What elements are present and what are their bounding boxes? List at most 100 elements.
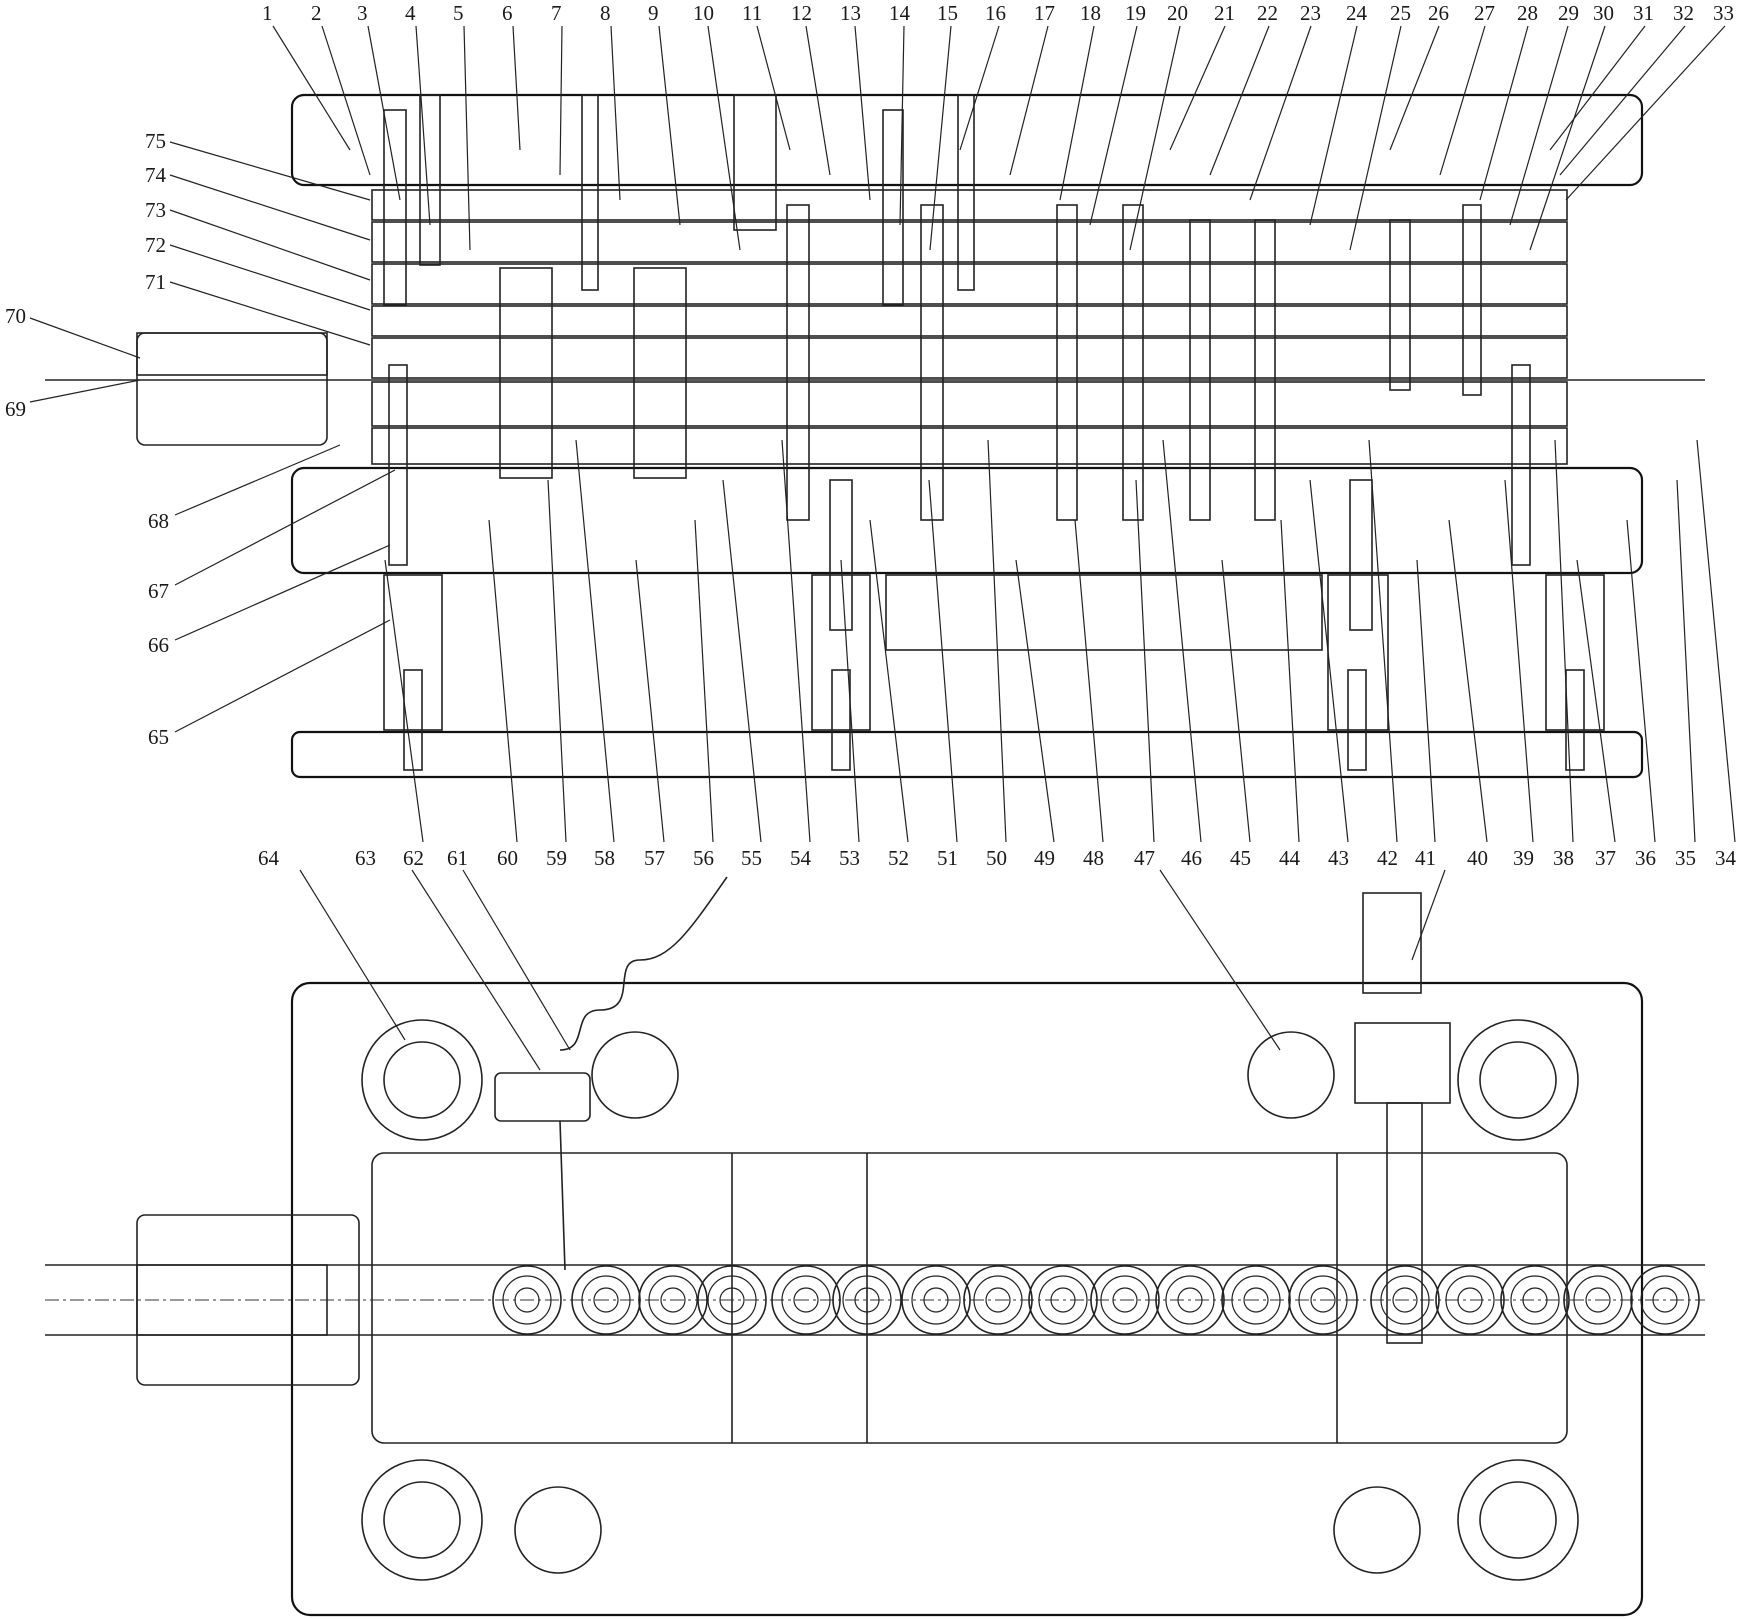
sensor-probe — [559, 1120, 566, 1271]
guide-bushing — [383, 1041, 461, 1119]
guide-bushing — [1479, 1481, 1557, 1559]
leader-line — [658, 25, 681, 226]
leader-line — [1439, 25, 1486, 176]
callout-label: 61 — [447, 846, 468, 870]
callout-label: 54 — [790, 846, 812, 870]
leader-line — [987, 439, 1007, 843]
callout-label: 38 — [1553, 846, 1574, 870]
leader-line — [756, 25, 791, 151]
callout-label: 4 — [405, 1, 416, 25]
punch — [1389, 219, 1411, 391]
station-circle — [638, 1265, 708, 1335]
station-circle — [648, 1275, 698, 1325]
stripper-plate — [371, 305, 1568, 337]
bolt — [1349, 479, 1373, 631]
leader-line — [272, 25, 351, 151]
leader-line — [1479, 25, 1529, 201]
station-circle — [1445, 1275, 1495, 1325]
lower-die-plate — [371, 381, 1568, 427]
station-circle — [660, 1287, 686, 1313]
leader-line — [575, 439, 615, 843]
lower-center-block — [885, 574, 1323, 651]
callout-label: 49 — [1034, 846, 1055, 870]
left-leader-lines — [29, 141, 396, 733]
leader-line — [463, 25, 471, 251]
leader-line — [1280, 519, 1300, 843]
leader-line — [1249, 25, 1312, 201]
station-circle — [1457, 1287, 1483, 1313]
callout-label: 13 — [840, 1, 861, 25]
lower-spacer-left — [383, 574, 443, 731]
punch — [882, 109, 904, 306]
leader-line — [1309, 479, 1349, 843]
station-circle — [1500, 1265, 1570, 1335]
station-circle — [985, 1287, 1011, 1313]
station-circle — [1028, 1265, 1098, 1335]
leader-line — [384, 559, 424, 843]
top-callout-labels: 1 2 3 4 5 6 7 8 9 10 11 12 13 14 15 16 1… — [262, 1, 1734, 25]
leader-line — [959, 25, 1000, 151]
station-circle — [719, 1287, 745, 1313]
leader-line — [1696, 439, 1736, 843]
callout-label: 41 — [1415, 846, 1436, 870]
callout-label: 62 — [403, 846, 424, 870]
sensor-switch — [494, 1072, 591, 1122]
station-circle — [1640, 1275, 1690, 1325]
lower-backing-plate — [371, 427, 1568, 465]
dowel-boss — [514, 1486, 602, 1574]
leader-line — [1349, 25, 1402, 251]
bolt — [1347, 669, 1367, 771]
callout-label: 1 — [262, 1, 273, 25]
punch — [1462, 204, 1482, 396]
leader-line — [1565, 25, 1726, 201]
leader-line — [1074, 519, 1104, 843]
callout-label: 58 — [594, 846, 615, 870]
guide-bushings — [361, 1019, 1579, 1581]
leader-line — [707, 25, 741, 251]
leader-line — [781, 439, 811, 843]
station-circle — [1221, 1265, 1291, 1335]
punch — [499, 267, 553, 479]
guide-bushing — [383, 1481, 461, 1559]
leader-line — [1089, 25, 1138, 226]
callout-label: 57 — [644, 846, 665, 870]
station-circle — [832, 1265, 902, 1335]
callout-label: 56 — [693, 846, 714, 870]
callout-label: 18 — [1080, 1, 1101, 25]
callout-label: 67 — [148, 579, 169, 603]
top-leader-lines — [272, 25, 1726, 251]
callout-label: 3 — [357, 1, 368, 25]
callout-label: 30 — [1593, 1, 1614, 25]
punch — [383, 109, 407, 306]
station-circle — [1231, 1275, 1281, 1325]
leader-line — [869, 519, 909, 843]
leader-line — [559, 25, 563, 176]
callout-label: 34 — [1715, 846, 1737, 870]
callout-label: 17 — [1034, 1, 1055, 25]
station-circle — [492, 1265, 562, 1335]
callout-label: 28 — [1517, 1, 1538, 25]
guide-bushing — [361, 1459, 483, 1581]
callout-label: 66 — [148, 633, 169, 657]
leader-line — [321, 25, 371, 176]
callout-label: 19 — [1125, 1, 1146, 25]
feed-guide-upper — [136, 332, 328, 376]
callout-label: 7 — [551, 1, 562, 25]
callout-label: 35 — [1675, 846, 1696, 870]
guide-bushing — [1457, 1459, 1579, 1581]
callout-label: 74 — [145, 163, 167, 187]
upper-pad-plate — [371, 189, 1568, 221]
leader-line — [1009, 25, 1049, 176]
callout-label: 53 — [839, 846, 860, 870]
station-circle — [1165, 1275, 1215, 1325]
plan-callout-labels: 64 63 61 — [258, 846, 468, 870]
leader-line — [1169, 25, 1226, 151]
station-circle — [1630, 1265, 1700, 1335]
station-circle — [593, 1287, 619, 1313]
callout-label: 65 — [148, 725, 169, 749]
leader-line — [929, 25, 952, 251]
cam-slider — [1386, 1102, 1423, 1344]
sensor-cable — [559, 876, 728, 1051]
station-circle — [923, 1287, 949, 1313]
station-circle — [901, 1265, 971, 1335]
